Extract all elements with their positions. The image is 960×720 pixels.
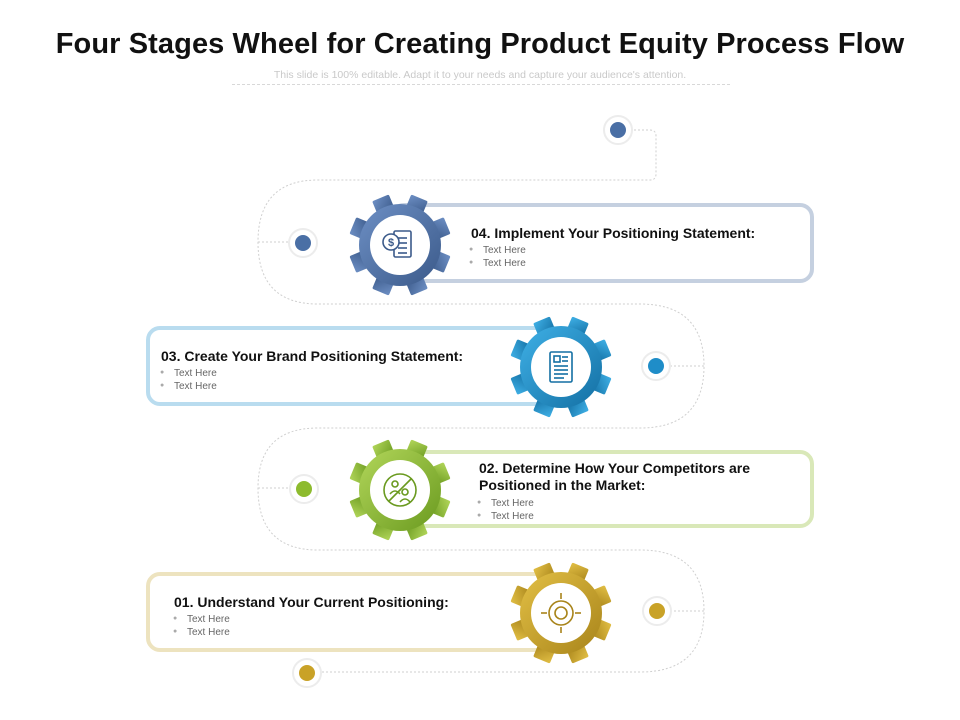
competitors-icon	[383, 473, 417, 507]
stage-3-title: 03. Create Your Brand Positioning Statem…	[161, 348, 464, 364]
path-segment-top	[257, 129, 705, 673]
stage-3-card: 03. Create Your Brand Positioning Statem…	[146, 326, 566, 406]
stage-1-card: 01. Understand Your Current Positioning:…	[146, 572, 566, 652]
stage-4-bullet: ●Text Here	[469, 258, 526, 270]
dollar-document-icon: $	[382, 230, 412, 258]
stage-1-gear	[510, 562, 612, 664]
stage-2-gear	[349, 439, 451, 541]
svg-text:$: $	[388, 237, 394, 249]
stage-4-gear: $	[349, 194, 451, 296]
subtitle-underline	[232, 84, 730, 85]
document-list-icon	[549, 351, 573, 383]
stage-3-bullet: ●Text Here	[160, 381, 217, 393]
stage-1-bullet: ●Text Here	[173, 627, 230, 639]
stage-4-bullet: ●Text Here	[469, 244, 526, 256]
stage-2-bullet: ●Text Here	[477, 511, 534, 523]
stage-4-title: 04. Implement Your Positioning Statement…	[471, 225, 756, 241]
stage-1-title: 01. Understand Your Current Positioning:	[174, 594, 449, 610]
stage-3-bullet: ●Text Here	[160, 367, 217, 379]
stage-1-bullet: ●Text Here	[173, 613, 230, 625]
stage-3-gear	[510, 316, 612, 418]
stage-4-card: 04. Implement Your Positioning Statement…	[390, 203, 814, 283]
page-title: Four Stages Wheel for Creating Product E…	[55, 28, 905, 60]
stage-2-title: 02. Determine How Your Competitors are P…	[479, 460, 750, 493]
page-subtitle: This slide is 100% editable. Adapt it to…	[273, 69, 687, 81]
stage-2-bullet: ●Text Here	[477, 497, 534, 509]
target-icon	[541, 593, 581, 633]
